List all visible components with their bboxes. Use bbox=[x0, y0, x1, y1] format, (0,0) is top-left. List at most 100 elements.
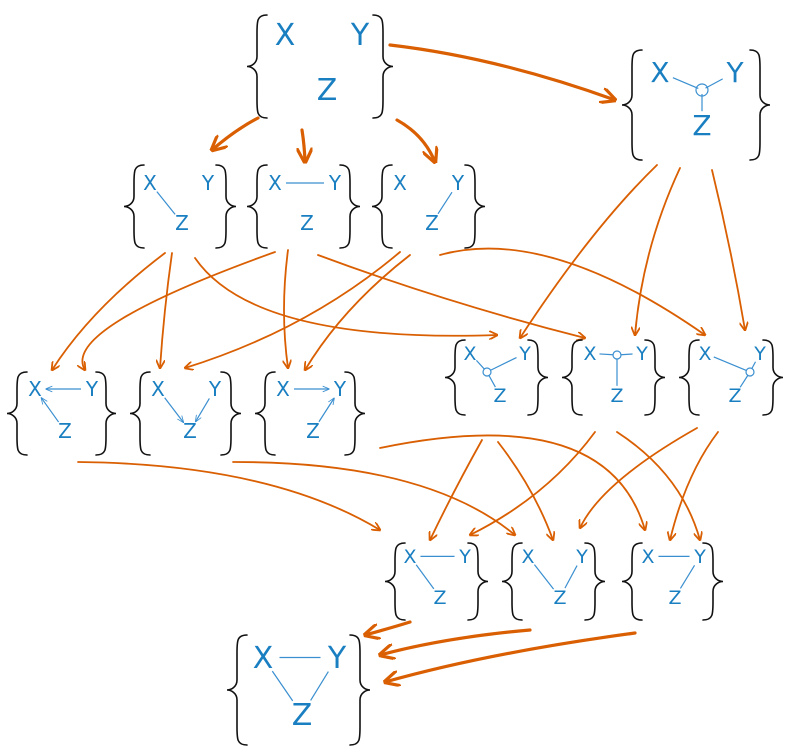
variable-z: Z bbox=[183, 419, 197, 443]
variable-y: Y bbox=[635, 343, 648, 365]
right-brace bbox=[344, 371, 366, 456]
left-brace bbox=[561, 339, 583, 416]
variable-z: Z bbox=[433, 587, 446, 609]
right-brace bbox=[372, 14, 394, 119]
variable-z: Z bbox=[306, 419, 320, 443]
variable-z: Z bbox=[493, 385, 506, 407]
variable-x: X bbox=[650, 56, 669, 89]
arrow-n1-to-i bbox=[711, 169, 745, 330]
arrow-c-to-i bbox=[439, 247, 705, 335]
variable-y: Y bbox=[201, 171, 215, 195]
right-brace bbox=[467, 542, 489, 621]
hub-edge bbox=[713, 356, 747, 372]
variable-y: Y bbox=[518, 343, 531, 365]
arrow-a-to-g bbox=[194, 257, 497, 336]
undirected-edge bbox=[415, 564, 435, 590]
variable-z: Z bbox=[553, 587, 566, 609]
directed-edge bbox=[318, 398, 334, 423]
variable-x: X bbox=[143, 171, 157, 195]
arrow-b-to-f bbox=[284, 249, 288, 368]
left-brace bbox=[123, 164, 145, 249]
hub-circle bbox=[612, 350, 622, 360]
variable-z: Z bbox=[668, 587, 681, 609]
graph-node-e: X YZ bbox=[129, 371, 242, 456]
variable-x: X bbox=[276, 377, 290, 401]
arrow-n0-to-b bbox=[302, 128, 305, 162]
right-brace bbox=[349, 634, 371, 746]
variable-x: X bbox=[641, 546, 654, 568]
arrow-a-to-d bbox=[52, 252, 166, 370]
hub-circle bbox=[482, 367, 492, 377]
variable-x: X bbox=[151, 377, 165, 401]
left-brace bbox=[621, 542, 643, 621]
right-brace bbox=[762, 339, 784, 416]
left-brace bbox=[501, 542, 523, 621]
variable-x: X bbox=[393, 171, 407, 195]
graph-node-c: X YZ bbox=[371, 164, 486, 249]
variable-z: Z bbox=[58, 419, 72, 443]
arrow-n0-to-a bbox=[212, 116, 260, 150]
graph-node-f: X YZ bbox=[254, 371, 366, 456]
variable-y: Y bbox=[753, 343, 766, 365]
undirected-edge bbox=[564, 565, 578, 589]
right-brace bbox=[339, 164, 361, 249]
right-brace bbox=[702, 542, 724, 621]
right-brace bbox=[749, 49, 771, 161]
hub-circle bbox=[695, 83, 709, 97]
hub-edge bbox=[599, 353, 614, 356]
right-brace bbox=[464, 164, 486, 249]
undirected-edge bbox=[271, 670, 294, 702]
arrow-c-to-e bbox=[185, 251, 401, 368]
undirected-edge bbox=[679, 564, 696, 589]
arrow-g-to-j bbox=[430, 439, 483, 540]
arrow-n0-to-c bbox=[395, 118, 435, 162]
arrow-a-to-e bbox=[160, 252, 173, 368]
arrow-b-to-d bbox=[82, 251, 276, 370]
left-brace bbox=[129, 371, 151, 456]
right-brace bbox=[215, 164, 237, 249]
arrow-j-to-m bbox=[365, 620, 412, 635]
variable-z: Z bbox=[425, 211, 439, 235]
variable-x: X bbox=[583, 343, 596, 365]
variable-x: X bbox=[275, 18, 296, 53]
left-brace bbox=[371, 164, 393, 249]
arrow-g-to-k bbox=[497, 441, 553, 540]
undirected-edge bbox=[156, 191, 176, 215]
variable-x: X bbox=[268, 171, 282, 195]
variable-z: Z bbox=[610, 385, 623, 407]
hub-edge bbox=[488, 375, 496, 388]
variable-y: Y bbox=[451, 171, 465, 195]
left-brace bbox=[226, 634, 248, 746]
left-brace bbox=[6, 371, 28, 456]
variable-y: Y bbox=[725, 56, 744, 89]
arrow-n0-to-n1 bbox=[388, 43, 615, 100]
arrow-l-to-m bbox=[385, 631, 637, 682]
undirected-edge bbox=[310, 671, 329, 701]
variable-x: X bbox=[28, 377, 42, 401]
variable-x: X bbox=[463, 343, 476, 365]
undirected-edge bbox=[533, 564, 555, 590]
right-brace bbox=[527, 339, 549, 416]
hub-edge bbox=[490, 356, 517, 371]
undirected-edge bbox=[437, 191, 453, 215]
variable-y: Y bbox=[208, 377, 222, 401]
hub-edge bbox=[751, 361, 757, 369]
variable-y: Y bbox=[575, 546, 588, 568]
directed-edge bbox=[164, 397, 184, 423]
variable-x: X bbox=[253, 641, 274, 676]
arrow-h-to-l bbox=[616, 431, 700, 540]
variable-y: Y bbox=[327, 641, 347, 676]
directed-edge bbox=[196, 398, 210, 421]
hub-edge bbox=[705, 78, 723, 89]
variable-y: Y bbox=[333, 377, 347, 401]
